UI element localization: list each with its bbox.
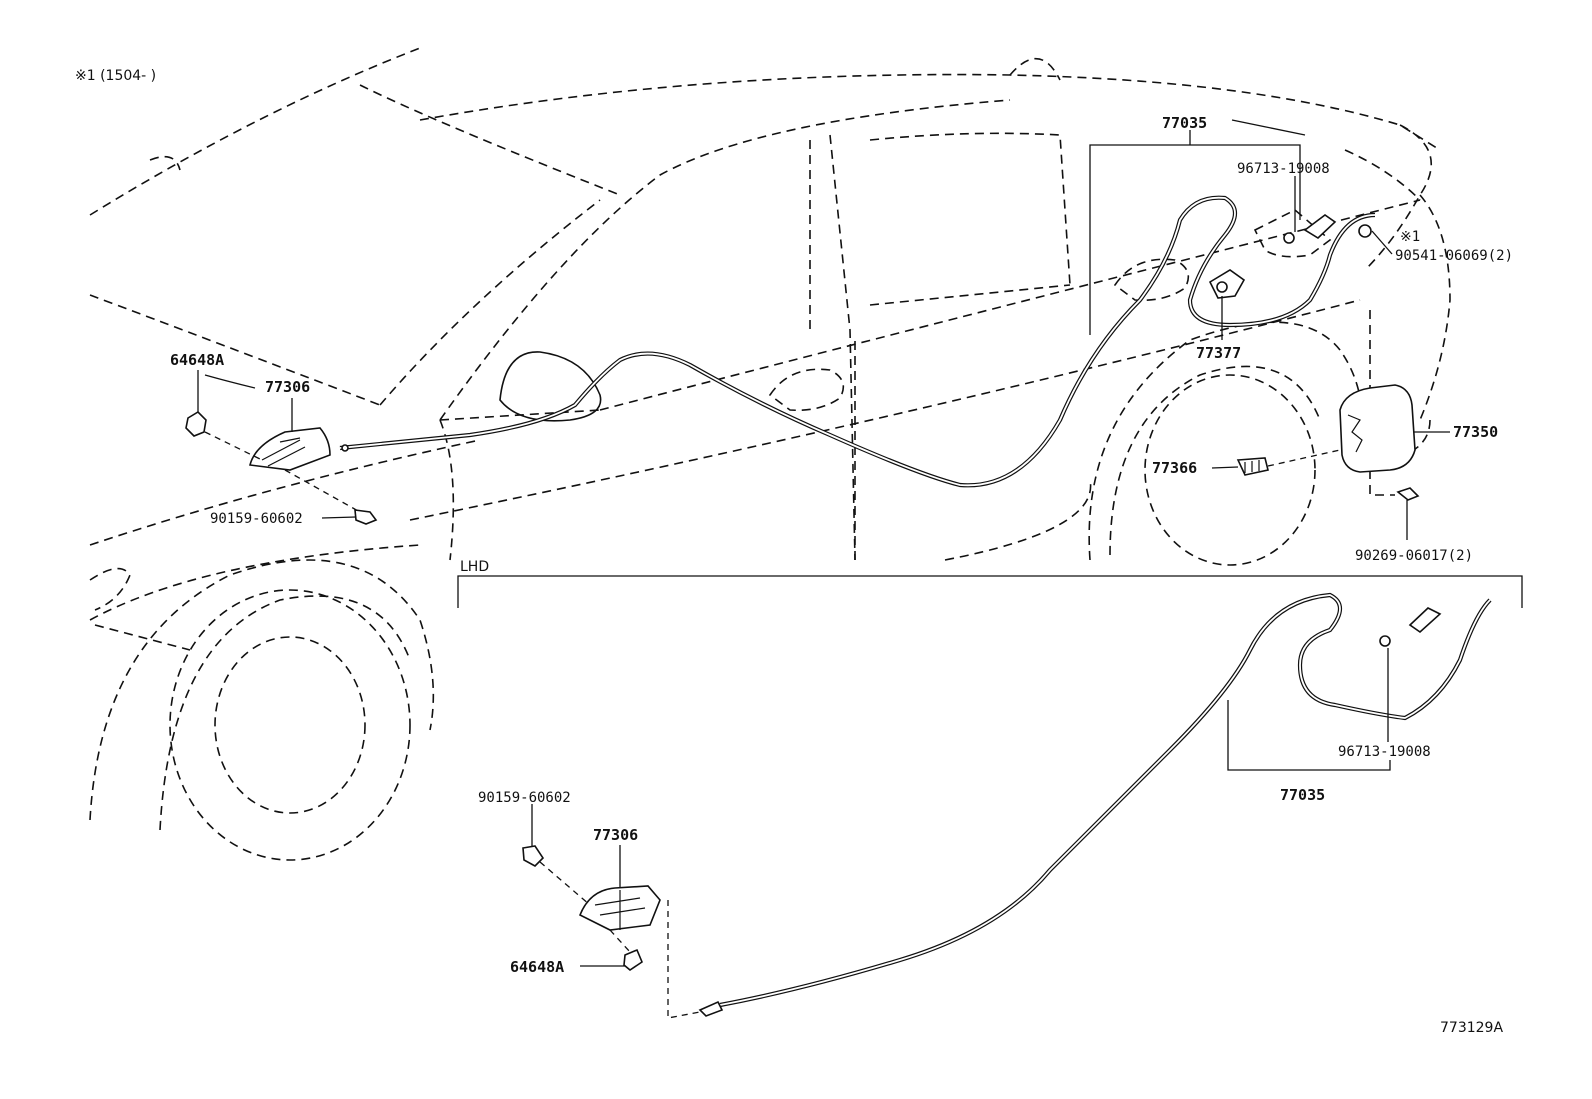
- bolt-90159-lhd: [522, 845, 591, 906]
- label-77306-lhd: 77306: [593, 826, 638, 844]
- hinge-77366: [1236, 457, 1269, 476]
- car-body-outline: [89, 47, 1451, 861]
- section-label-lhd: LHD: [460, 559, 489, 575]
- clip-64648a-top: [185, 410, 263, 461]
- cable-end-lhd: [667, 900, 724, 1019]
- release-cable-lhd: [719, 592, 1492, 1008]
- label-64648a-lhd: 64648A: [510, 958, 564, 976]
- label-77306-top: 77306: [265, 378, 310, 396]
- cable-end-top: [1303, 214, 1337, 240]
- label-77366: 77366: [1152, 459, 1197, 477]
- label-90159-top: 90159-60602: [210, 511, 303, 527]
- lever-77306-lhd: [578, 885, 661, 931]
- label-77035-top: 77035: [1162, 114, 1207, 132]
- clamp-96713-top: [1283, 232, 1295, 244]
- leader-lines: [197, 119, 1523, 967]
- lever-77306-top: [249, 427, 349, 471]
- screw-90269: [1396, 487, 1420, 501]
- release-cable-main: [339, 195, 1376, 488]
- label-96713-lhd: 96713-19008: [1338, 744, 1431, 760]
- bolt-90159-top: [284, 469, 378, 525]
- figure-id: 773129A: [1440, 1020, 1503, 1036]
- label-90541: 90541-06069(2): [1395, 248, 1513, 264]
- label-mark-1: ※1: [1400, 229, 1420, 245]
- label-77350: 77350: [1453, 423, 1498, 441]
- fuel-lid-77350: [1339, 384, 1416, 473]
- clamp-96713-lhd: [1379, 635, 1391, 647]
- label-77035-lhd: 77035: [1280, 786, 1325, 804]
- cable-end-lhd-rear: [1408, 607, 1442, 634]
- label-64648a-top: 64648A: [170, 351, 224, 369]
- label-90159-lhd: 90159-60602: [478, 790, 571, 806]
- clip-64648a-lhd: [609, 929, 643, 971]
- label-96713-top: 96713-19008: [1237, 161, 1330, 177]
- grommet-77377: [1208, 269, 1246, 299]
- label-90269: 90269-06017(2): [1355, 548, 1473, 564]
- clip-90541: [1358, 224, 1372, 238]
- note-applicability: ※1 (1504- ): [75, 68, 156, 84]
- label-77377: 77377: [1196, 344, 1241, 362]
